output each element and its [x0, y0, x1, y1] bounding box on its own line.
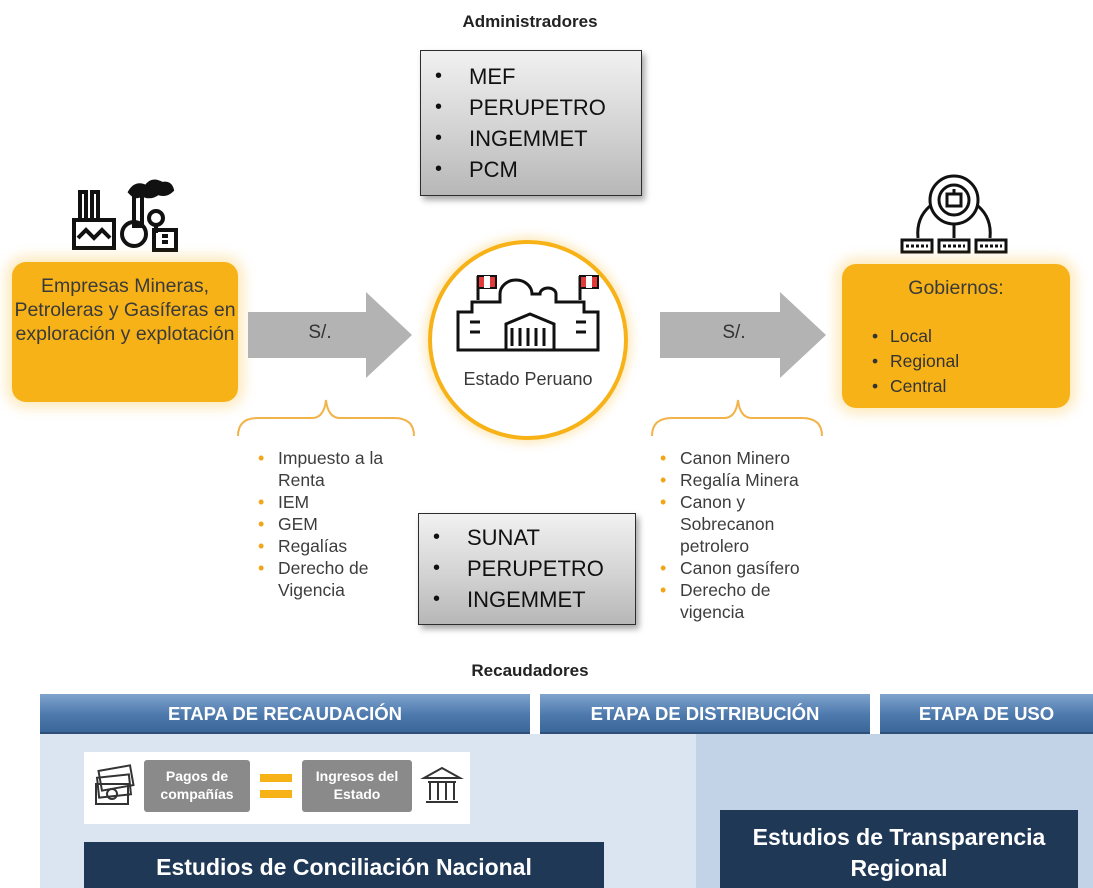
payment-item: GEM — [252, 513, 412, 535]
study-nacional-box: Estudios de Conciliación Nacional — [84, 842, 604, 888]
payment-item: Derecho de Vigencia — [252, 557, 412, 601]
payment-item: IEM — [252, 491, 412, 513]
admin-item: PERUPETRO — [421, 92, 641, 123]
government-building-icon — [456, 275, 600, 352]
bank-icon — [420, 766, 464, 803]
stage-uso-tab: ETAPA DE USO — [880, 694, 1093, 734]
gobiernos-list: Local Regional Central — [866, 324, 959, 399]
left-arrow-label: S/. — [308, 322, 332, 343]
administradores-box: MEF PERUPETRO INGEMMET PCM — [420, 50, 642, 196]
pagos-box: Pagos de compañías — [144, 760, 250, 812]
gobierno-item: Central — [866, 374, 959, 399]
money-stack-icon — [95, 764, 135, 805]
left-flow-arrow — [248, 292, 412, 378]
right-flow-arrow — [660, 292, 826, 378]
equals-icon — [260, 774, 292, 798]
admin-item: INGEMMET — [421, 123, 641, 154]
gobierno-item: Local — [866, 324, 959, 349]
transfer-item: Canon y Sobrecanon petrolero — [654, 491, 834, 557]
recaudadores-heading: Recaudadores — [471, 661, 589, 680]
industry-icon — [72, 179, 178, 252]
gobiernos-title: Gobiernos: — [908, 277, 1004, 299]
gobierno-item: Regional — [866, 349, 959, 374]
transfer-item: Derecho de vigencia — [654, 579, 834, 623]
study-regional-box: Estudios de Transparencia Regional — [720, 810, 1078, 888]
recaudador-item: INGEMMET — [419, 584, 635, 615]
admin-item: MEF — [421, 61, 641, 92]
payment-item: Regalías — [252, 535, 412, 557]
recaudadores-box: SUNAT PERUPETRO INGEMMET — [418, 513, 636, 625]
transfer-item: Canon gasífero — [654, 557, 834, 579]
admin-item: PCM — [421, 154, 641, 185]
regional-network-icon — [900, 174, 1008, 254]
transfer-item: Canon Minero — [654, 447, 834, 469]
payments-brace — [237, 399, 415, 437]
right-arrow-label: S/. — [722, 322, 746, 343]
transfers-brace — [651, 399, 823, 437]
gobiernos-box: Gobiernos: Local Regional Central — [842, 264, 1070, 408]
transfer-item: Regalía Minera — [654, 469, 834, 491]
payments-list: Impuesto a la Renta IEM GEM Regalías Der… — [252, 447, 412, 601]
payment-item: Impuesto a la Renta — [252, 447, 412, 491]
stage-distribucion-tab: ETAPA DE DISTRIBUCIÓN — [540, 694, 870, 734]
estado-label: Estado Peruano — [463, 369, 593, 389]
empresas-label: Empresas Mineras, Petroleras y Gasíferas… — [14, 275, 236, 345]
administradores-heading: Administradores — [462, 12, 598, 31]
empresas-box: Empresas Mineras, Petroleras y Gasíferas… — [12, 262, 238, 402]
transfers-list: Canon Minero Regalía Minera Canon y Sobr… — [654, 447, 834, 623]
recaudador-item: SUNAT — [419, 522, 635, 553]
ingresos-box: Ingresos del Estado — [302, 760, 412, 812]
study-regional-label: Estudios de Transparencia Regional — [752, 824, 1046, 881]
recaudador-item: PERUPETRO — [419, 553, 635, 584]
stage-recaudacion-tab: ETAPA DE RECAUDACIÓN — [40, 694, 530, 734]
